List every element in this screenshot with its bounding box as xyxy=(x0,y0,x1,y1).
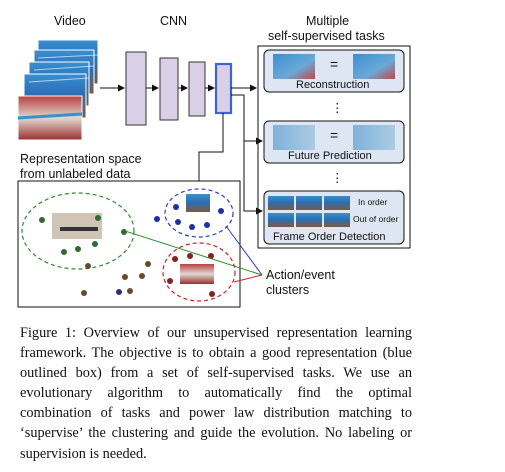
representation-layer-highlight xyxy=(214,62,233,115)
frame-order-detection-label: Frame Order Detection xyxy=(273,231,386,243)
cnn-layer-2 xyxy=(159,57,179,121)
cluster-red xyxy=(162,242,236,302)
cluster-red-thumbnail xyxy=(180,264,214,284)
task-reconstruction xyxy=(263,49,405,93)
in-order-label: In order xyxy=(358,197,388,207)
future-prediction-label: Future Prediction xyxy=(288,150,372,162)
cluster-blue-thumbnail xyxy=(186,194,210,212)
video-label: Video xyxy=(54,14,86,28)
tasks-header-line2: self-supervised tasks xyxy=(268,29,385,43)
tasks-frame xyxy=(257,45,411,249)
clusters-label-line2: clusters xyxy=(266,283,310,297)
reconstruction-label: Reconstruction xyxy=(296,79,370,91)
cnn-layers xyxy=(125,51,233,126)
link-green xyxy=(124,230,263,276)
ellipsis-2: ⋮ xyxy=(331,171,344,185)
figure-caption: Figure 1: Overview of our unsupervised r… xyxy=(20,325,412,462)
future-prediction-symbol: = xyxy=(330,127,339,143)
out-of-order-label: Out of order xyxy=(353,214,399,224)
arrow-representation-to-space xyxy=(195,113,224,204)
cnn-layer-1 xyxy=(125,51,147,126)
cluster-green-thumbnail xyxy=(52,213,102,239)
clusters-label-line1: Action/event xyxy=(266,268,335,282)
video-frame-stack xyxy=(17,39,99,141)
reconstruction-symbol: = xyxy=(330,56,339,72)
cluster-green xyxy=(21,192,135,270)
cluster-blue xyxy=(164,188,234,238)
cnn-layer-3 xyxy=(188,61,206,117)
cnn-label: CNN xyxy=(160,14,188,28)
link-blue xyxy=(225,225,263,276)
ellipsis-1: ⋮ xyxy=(331,101,344,115)
repr-space-line1: Representation space xyxy=(20,152,142,166)
framework-diagram xyxy=(17,39,411,308)
task-future-prediction xyxy=(263,120,405,164)
tasks-header-line1: Multiple xyxy=(306,14,350,28)
task-frame-order-detection xyxy=(263,190,405,245)
repr-space-line2: from unlabeled data xyxy=(20,167,131,181)
link-red xyxy=(233,274,263,283)
